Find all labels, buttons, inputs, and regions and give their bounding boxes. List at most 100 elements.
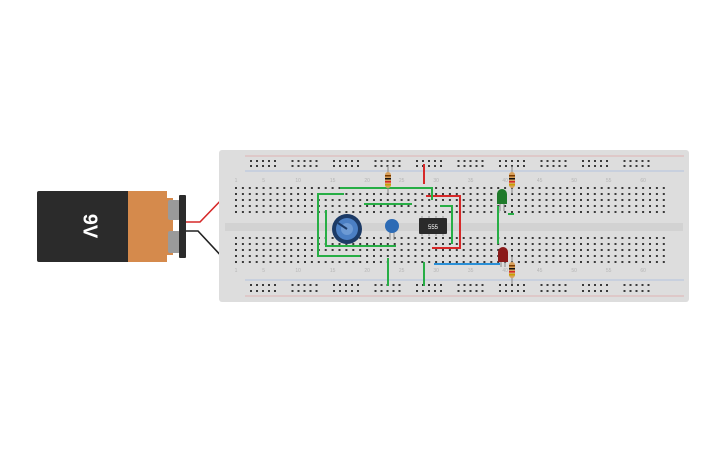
breadboard-hole[interactable]	[545, 187, 548, 189]
breadboard-hole[interactable]	[255, 249, 258, 251]
breadboard-hole[interactable]	[540, 290, 543, 292]
breadboard-hole[interactable]	[606, 160, 608, 162]
breadboard-hole[interactable]	[379, 249, 382, 251]
breadboard-hole[interactable]	[345, 193, 348, 195]
breadboard-hole[interactable]	[274, 284, 276, 286]
breadboard-hole[interactable]	[490, 249, 493, 251]
breadboard-hole[interactable]	[558, 160, 561, 162]
breadboard-hole[interactable]	[297, 199, 300, 201]
breadboard-hole[interactable]	[558, 165, 561, 167]
breadboard-hole[interactable]	[455, 243, 458, 245]
breadboard-hole[interactable]	[331, 211, 334, 213]
breadboard-hole[interactable]	[481, 284, 484, 286]
breadboard-hole[interactable]	[339, 284, 341, 286]
breadboard-hole[interactable]	[523, 284, 525, 286]
breadboard-hole[interactable]	[462, 237, 465, 239]
breadboard-hole[interactable]	[421, 199, 424, 201]
breadboard-hole[interactable]	[642, 249, 645, 251]
breadboard-hole[interactable]	[635, 284, 638, 286]
breadboard-hole[interactable]	[647, 290, 650, 292]
breadboard-hole[interactable]	[248, 211, 251, 213]
breadboard-hole[interactable]	[531, 193, 534, 195]
breadboard-hole[interactable]	[462, 187, 465, 189]
breadboard-hole[interactable]	[462, 205, 465, 207]
breadboard-hole[interactable]	[655, 211, 658, 213]
breadboard-hole[interactable]	[414, 211, 417, 213]
breadboard-hole[interactable]	[416, 160, 418, 162]
breadboard-hole[interactable]	[276, 211, 279, 213]
breadboard-hole[interactable]	[586, 243, 589, 245]
breadboard-hole[interactable]	[545, 237, 548, 239]
breadboard-hole[interactable]	[235, 243, 237, 245]
breadboard-hole[interactable]	[483, 205, 486, 207]
breadboard-hole[interactable]	[421, 243, 424, 245]
breadboard-hole[interactable]	[593, 211, 596, 213]
breadboard-hole[interactable]	[475, 290, 478, 292]
breadboard-hole[interactable]	[531, 205, 534, 207]
breadboard-hole[interactable]	[641, 290, 644, 292]
breadboard-hole[interactable]	[255, 193, 258, 195]
breadboard-hole[interactable]	[655, 237, 658, 239]
breadboard-hole[interactable]	[435, 255, 438, 257]
breadboard-hole[interactable]	[546, 160, 549, 162]
breadboard-hole[interactable]	[248, 255, 251, 257]
breadboard-hole[interactable]	[531, 249, 534, 251]
breadboard-hole[interactable]	[531, 187, 534, 189]
breadboard-hole[interactable]	[647, 284, 650, 286]
breadboard-hole[interactable]	[262, 290, 264, 292]
breadboard-hole[interactable]	[283, 261, 286, 263]
breadboard-hole[interactable]	[380, 165, 383, 167]
breadboard-hole[interactable]	[552, 160, 555, 162]
breadboard-hole[interactable]	[457, 160, 460, 162]
breadboard-hole[interactable]	[469, 193, 472, 195]
breadboard-hole[interactable]	[262, 284, 264, 286]
breadboard-hole[interactable]	[274, 160, 276, 162]
breadboard-hole[interactable]	[276, 237, 279, 239]
breadboard-hole[interactable]	[463, 290, 466, 292]
breadboard-hole[interactable]	[629, 284, 632, 286]
breadboard-hole[interactable]	[499, 165, 501, 167]
led-red[interactable]	[498, 247, 508, 267]
breadboard-hole[interactable]	[524, 211, 527, 213]
breadboard-hole[interactable]	[538, 249, 541, 251]
breadboard-hole[interactable]	[475, 165, 478, 167]
breadboard-hole[interactable]	[635, 255, 638, 257]
breadboard-hole[interactable]	[593, 193, 596, 195]
breadboard-hole[interactable]	[407, 211, 410, 213]
breadboard-hole[interactable]	[241, 211, 244, 213]
breadboard-hole[interactable]	[380, 290, 383, 292]
breadboard-hole[interactable]	[538, 255, 541, 257]
breadboard-hole[interactable]	[593, 249, 596, 251]
resistor-3[interactable]	[509, 256, 515, 284]
breadboard-hole[interactable]	[524, 261, 527, 263]
breadboard-hole[interactable]	[448, 211, 451, 213]
breadboard-hole[interactable]	[552, 255, 555, 257]
breadboard-hole[interactable]	[250, 160, 252, 162]
breadboard-hole[interactable]	[600, 160, 602, 162]
breadboard-hole[interactable]	[457, 284, 460, 286]
breadboard-hole[interactable]	[540, 160, 543, 162]
breadboard-hole[interactable]	[379, 243, 382, 245]
breadboard-hole[interactable]	[552, 211, 555, 213]
breadboard-hole[interactable]	[511, 211, 513, 213]
breadboard-hole[interactable]	[559, 211, 562, 213]
breadboard-hole[interactable]	[352, 193, 355, 195]
breadboard-hole[interactable]	[393, 237, 396, 239]
breadboard-hole[interactable]	[331, 199, 334, 201]
breadboard-hole[interactable]	[642, 205, 645, 207]
breadboard-hole[interactable]	[373, 243, 375, 245]
breadboard-hole[interactable]	[379, 255, 382, 257]
breadboard-hole[interactable]	[276, 249, 279, 251]
breadboard-hole[interactable]	[600, 205, 603, 207]
breadboard-hole[interactable]	[649, 199, 651, 201]
breadboard-hole[interactable]	[310, 249, 313, 251]
breadboard-hole[interactable]	[593, 237, 596, 239]
breadboard-hole[interactable]	[481, 165, 484, 167]
breadboard-hole[interactable]	[623, 160, 626, 162]
breadboard-hole[interactable]	[546, 165, 549, 167]
breadboard-hole[interactable]	[366, 261, 369, 263]
breadboard-hole[interactable]	[649, 187, 651, 189]
breadboard-hole[interactable]	[511, 284, 513, 286]
breadboard-hole[interactable]	[635, 193, 638, 195]
breadboard-hole[interactable]	[269, 237, 272, 239]
